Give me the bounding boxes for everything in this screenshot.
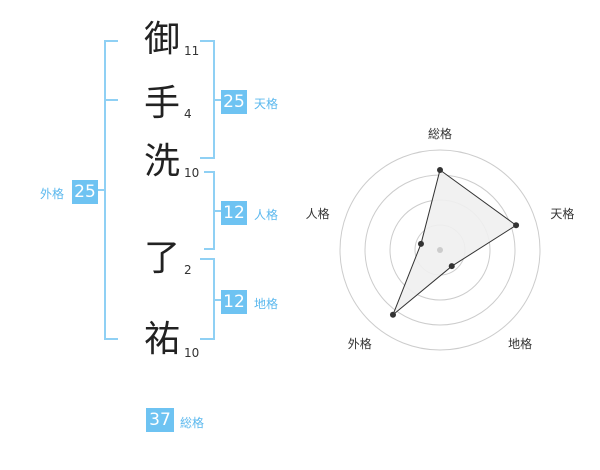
name-char-5: 祐 xyxy=(143,319,180,360)
gaikaku-label: 外格 xyxy=(40,187,65,201)
gaikaku-value: 25 xyxy=(72,180,98,204)
name-char-2: 手 xyxy=(143,83,180,124)
stroke-count-2: 4 xyxy=(184,107,192,121)
name-char-1: 御 xyxy=(143,19,180,60)
stroke-count-3: 10 xyxy=(184,166,200,180)
jinkaku-label: 人格 xyxy=(254,208,279,222)
jinkaku-bracket-pointer xyxy=(213,210,223,212)
radar-point-4 xyxy=(389,311,396,318)
radar-point-1 xyxy=(437,167,443,173)
gaikaku-bracket-pointer xyxy=(96,189,106,191)
chikaku-bracket-pointer xyxy=(213,299,223,301)
radar-center-dot xyxy=(437,247,443,253)
radar-axis-label-4: 外格 xyxy=(348,336,372,351)
radar-point-3 xyxy=(448,263,455,270)
stroke-count-5: 10 xyxy=(184,346,200,360)
soukaku-value: 37 xyxy=(146,408,174,432)
radar-point-5 xyxy=(417,240,424,247)
tenkaku-bracket-pointer xyxy=(213,99,223,101)
gaikaku-bracket xyxy=(104,40,118,340)
name-char-4: 了 xyxy=(143,238,180,279)
jinkaku-value: 12 xyxy=(221,201,247,225)
radar-point-2 xyxy=(513,222,520,229)
tenkaku-label: 天格 xyxy=(254,97,279,111)
radar-data-area xyxy=(392,169,517,316)
gaikaku-bracket-divider xyxy=(104,99,118,101)
stroke-count-4: 2 xyxy=(184,263,192,277)
stroke-count-1: 11 xyxy=(184,44,200,58)
chikaku-label: 地格 xyxy=(254,297,279,311)
radar-axis-label-2: 天格 xyxy=(550,206,574,221)
tenkaku-value: 25 xyxy=(221,90,247,114)
radar-grid-ring-4 xyxy=(339,149,541,351)
soukaku-label: 総格 xyxy=(180,416,205,430)
radar-axis-label-1: 総格 xyxy=(428,126,452,141)
name-char-3: 洗 xyxy=(143,141,180,182)
radar-axis-label-5: 人格 xyxy=(306,206,330,221)
radar-axis-label-3: 地格 xyxy=(508,336,532,351)
chikaku-value: 12 xyxy=(221,290,247,314)
